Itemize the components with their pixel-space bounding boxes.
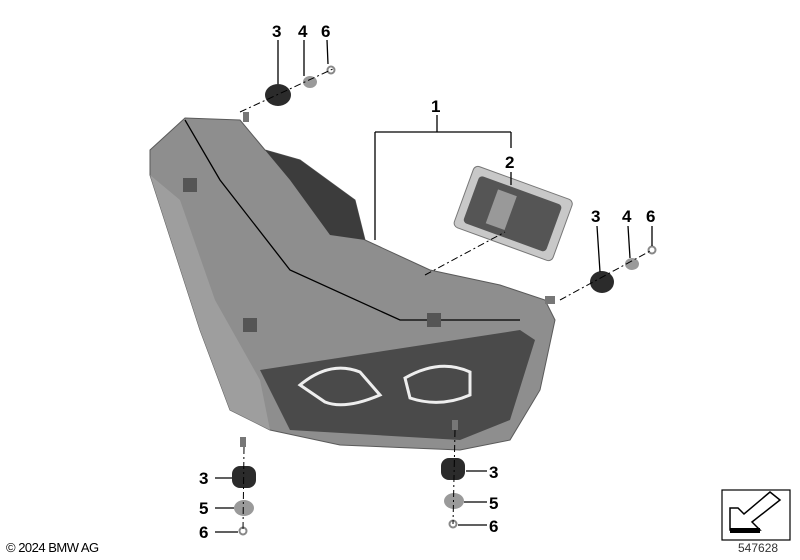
- washer-bottom-right: [444, 493, 464, 509]
- grommet-bottom-left: [232, 466, 256, 488]
- callout-3-bottom-left: 3: [199, 469, 208, 488]
- clip-top: [326, 65, 336, 75]
- callout-4-top: 4: [298, 22, 308, 41]
- grommet-top: [265, 84, 291, 106]
- callout-4-right: 4: [622, 207, 632, 226]
- callout-3-top: 3: [272, 22, 281, 41]
- control-unit: [453, 165, 573, 262]
- callout-5-bottom-right: 5: [489, 494, 498, 513]
- callout-3-right: 3: [591, 207, 600, 226]
- view-direction-arrow-icon: [721, 489, 791, 541]
- grommet-right: [590, 271, 614, 293]
- washer-bottom-left: [234, 500, 254, 516]
- callout-1: 1: [431, 97, 440, 116]
- clip-right: [647, 245, 657, 255]
- copyright-text: © 2024 BMW AG: [6, 540, 99, 555]
- callout-6-bottom-right: 6: [489, 517, 498, 536]
- diagram-number: 547628: [738, 541, 779, 555]
- callout-5-bottom-left: 5: [199, 499, 208, 518]
- callout-6-right: 6: [646, 207, 655, 226]
- grommet-bottom-right: [441, 458, 465, 480]
- callout-6-top: 6: [321, 22, 330, 41]
- washer-top: [303, 76, 317, 88]
- headlight-assembly: [149, 112, 556, 451]
- callout-6-bottom-left: 6: [199, 523, 208, 542]
- callout-2: 2: [505, 153, 514, 172]
- callout-3-bottom-right: 3: [489, 463, 498, 482]
- washer-right: [625, 258, 639, 270]
